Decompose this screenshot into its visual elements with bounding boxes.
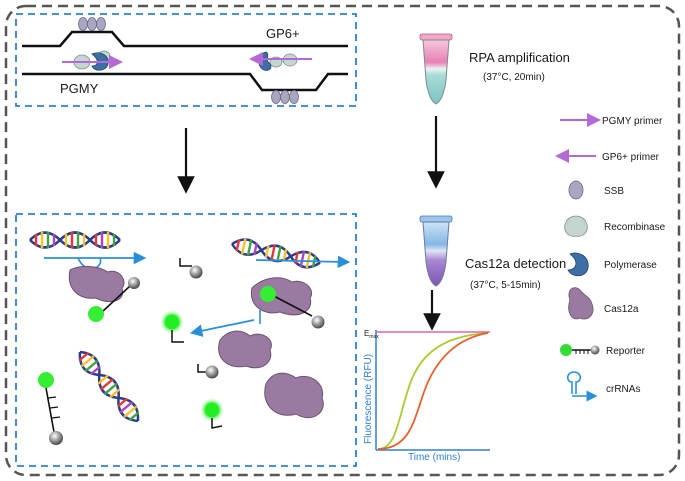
legend-reporter: Reporter (560, 344, 646, 357)
legend-label: SSB (604, 186, 624, 197)
cleavage-panel (15, 213, 357, 467)
plot-xlabel: Time (mins) (408, 452, 460, 463)
cas12a-icon (568, 287, 594, 320)
rpa-step-condition: (37°C, 20min) (483, 72, 545, 83)
dna-top-strand (22, 30, 348, 48)
legend-label: Reporter (606, 346, 646, 357)
legend-gp6-primer: GP6+ primer (555, 149, 660, 163)
ssb-group-bottom (271, 90, 299, 104)
pgmy-complex (62, 50, 123, 71)
dna-helix-1 (28, 230, 122, 250)
cleaved-fluor-glow-2 (200, 398, 224, 422)
crrna-icon (566, 371, 598, 402)
reporter-fluor-1 (88, 306, 104, 322)
legend-recombinase: Recombinase (564, 215, 666, 237)
emax-label: Emax (364, 329, 379, 340)
dna-bottom-strand (22, 72, 348, 92)
cleaved-fluor-glow-1 (160, 310, 184, 334)
cleaved-quencher-1 (179, 258, 203, 279)
cleaved-quencher-2 (197, 364, 219, 379)
plot-ylabel: Fluorescence (RFU) (363, 354, 374, 444)
cas-step-condition: (37°C, 5-15min) (470, 280, 541, 291)
crrna-2 (255, 255, 351, 269)
legend-label: GP6+ primer (602, 152, 660, 163)
rpa-panel-border (15, 13, 357, 107)
cleavage-panel-border (15, 213, 357, 467)
curve-late (377, 332, 489, 450)
ssb-icon (568, 180, 584, 200)
cas12a-1 (68, 265, 125, 303)
legend-pgmy-primer: PGMY primer (560, 113, 663, 127)
legend-ssb: SSB (568, 180, 624, 200)
pgmy-label: PGMY (60, 81, 99, 96)
legend-label: Recombinase (604, 222, 666, 233)
legend-label: PGMY primer (602, 116, 663, 127)
cas12a-3 (218, 330, 272, 369)
intact-reporter (38, 372, 63, 445)
reporter-icon (560, 344, 600, 356)
gp6-label: GP6+ (266, 26, 300, 41)
legend-cas12a: Cas12a (568, 287, 639, 320)
ssb-group-top (78, 17, 106, 31)
dna-helix-2 (229, 234, 323, 272)
legend-label: Cas12a (604, 304, 639, 315)
crrna-3 (189, 319, 255, 337)
gp6-complex (249, 51, 312, 71)
cas12a-4 (264, 372, 324, 419)
legend: PGMY primer GP6+ primer SSB Recombinase … (555, 113, 666, 402)
rpa-tube (419, 33, 453, 105)
dna-helix-3 (72, 345, 146, 428)
curve-early (377, 332, 489, 450)
legend-polymerase: Polymerase (567, 252, 657, 277)
recombinase-icon (564, 215, 588, 237)
outer-frame (4, 4, 681, 477)
rpa-step-title: RPA amplification (469, 50, 570, 65)
cas-step-title: Cas12a detection (465, 256, 566, 271)
rpa-target-panel: PGMY GP6+ (15, 13, 357, 107)
legend-label: Polymerase (604, 260, 657, 271)
fluorescence-plot: Emax Fluorescence (RFU) Time (mins) (363, 329, 490, 463)
polymerase-icon (567, 252, 589, 277)
legend-crrna: crRNAs (566, 371, 640, 402)
legend-label: crRNAs (606, 384, 640, 395)
reporter-fluor-2 (260, 286, 276, 302)
cas-tube (419, 215, 453, 287)
